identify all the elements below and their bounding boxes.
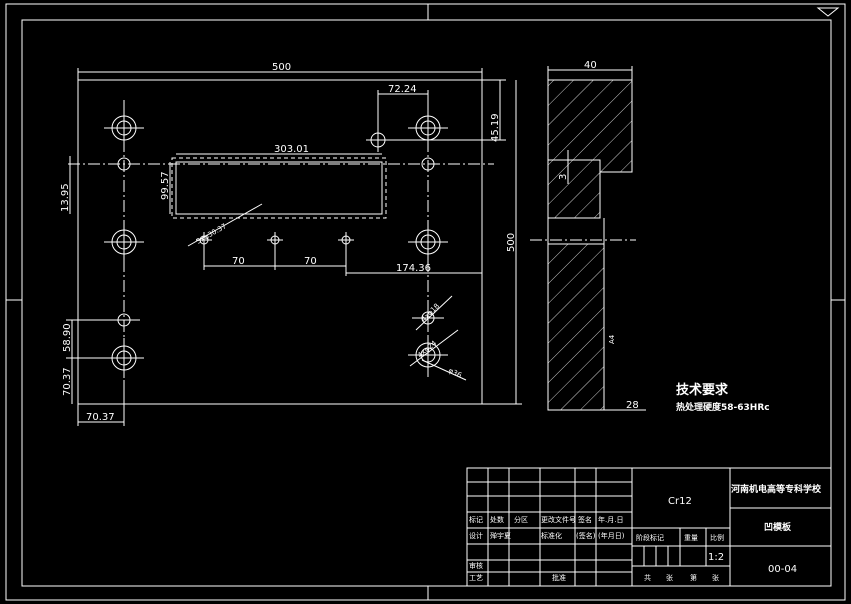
side-step (547, 159, 601, 219)
dim-45-19: 45.19 (490, 113, 501, 142)
dim-70-a: 70 (232, 256, 245, 267)
tech-line1: 热处理硬度58-63HRc (676, 401, 770, 413)
front-view: 500 72.24 45.19 500 303.01 99.57 13.95 3… (60, 62, 522, 426)
dim-58-90: 58.90 (62, 323, 73, 352)
dim-70-b: 70 (304, 256, 317, 267)
dim-303-01: 303.01 (274, 144, 309, 155)
outer-border (5, 3, 846, 601)
sheet-3: 张 (712, 573, 719, 582)
standard-label: 标准化 (541, 531, 562, 540)
orientation-mark (816, 7, 840, 17)
cavity (175, 161, 383, 215)
review-label: 审核 (469, 561, 483, 570)
approve-label: 批准 (552, 573, 566, 582)
school-cell: 河南机电高等专科学校 (731, 483, 822, 495)
sheet-2: 第 (690, 573, 697, 582)
row-label-3: 更改文件号 (541, 515, 576, 524)
pin-hole-1 (117, 157, 131, 171)
dim-13-95: 13.95 (60, 183, 71, 212)
side-section-bottom (547, 243, 605, 411)
row-label-4: 签名 (578, 515, 592, 524)
drawing-no-cell: 00-04 (768, 564, 797, 575)
sheet-1: 张 (666, 573, 673, 582)
dim-70-37-v: 70.37 (62, 367, 73, 396)
tech-title: 技术要求 (676, 382, 729, 398)
sheet-0: 共 (644, 573, 651, 582)
dim-40: 40 (584, 60, 597, 71)
scale-value: 1:2 (708, 552, 724, 563)
dim-a4: A4 (608, 334, 616, 344)
inner-border (21, 19, 832, 587)
row-label-2: 分区 (514, 515, 528, 524)
row-label-5: 年.月.日 (598, 515, 623, 524)
dim-3x-hole: 3xφ30.37 (195, 222, 228, 246)
dim-4x18: 4xφ18 (420, 302, 441, 323)
date-label: (年月日) (598, 531, 625, 540)
material-cell: Cr12 (668, 496, 692, 507)
part-name-cell: 凹模板 (764, 521, 792, 533)
sign-label: (签名) (576, 531, 596, 540)
row-label-0: 标记 (469, 515, 483, 524)
bolt-hole-ml (104, 222, 144, 262)
dim-28: 28 (626, 400, 639, 411)
dim-500-right: 500 (506, 233, 517, 252)
cavity-hidden (171, 157, 387, 219)
side-section-top (547, 79, 633, 219)
dim-70-37-h: 70.37 (86, 412, 115, 423)
dim-72-24: 72.24 (388, 84, 417, 95)
dim-174-36: 174.36 (396, 263, 431, 274)
design-label: 设计 (469, 531, 483, 540)
row-label-1: 处数 (490, 515, 504, 524)
dim-3: 3 (558, 174, 569, 180)
process-label: 工艺 (469, 574, 483, 582)
stage-label-0: 阶段标记 (636, 533, 664, 542)
side-view: 40 3 A4 28 (530, 60, 646, 411)
punch-hole-2 (267, 232, 283, 248)
bolt-hole-tl (104, 108, 144, 148)
pin-hole-2 (421, 157, 435, 171)
designer-name: 殚宇夏 (490, 531, 511, 540)
title-block: Cr12 河南机电高等专科学校 凹模板 00-04 比例 1:2 标记 处数 分… (466, 467, 832, 587)
stage-label-1: 重量 (684, 534, 698, 542)
bolt-hole-mr (408, 222, 448, 262)
dim-99-57: 99.57 (160, 171, 171, 200)
dim-500-top: 500 (272, 62, 291, 73)
punch-hole-3 (338, 232, 354, 248)
bolt-hole-br (408, 335, 448, 375)
plate-outline (77, 79, 483, 405)
scale-label: 比例 (710, 533, 724, 542)
